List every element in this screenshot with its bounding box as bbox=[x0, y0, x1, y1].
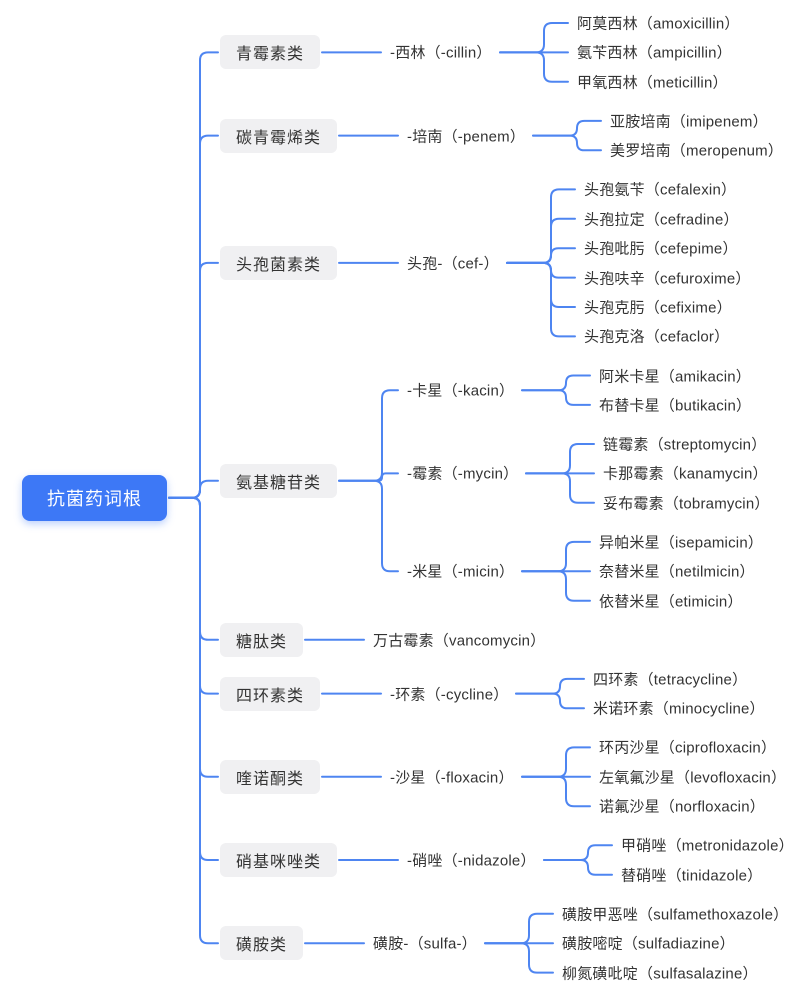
suffix-root-node[interactable]: -西林（-cillin） bbox=[390, 44, 492, 62]
drug-leaf-node[interactable]: 四环素（tetracycline） bbox=[593, 671, 748, 689]
drug-leaf-node[interactable]: 磺胺嘧啶（sulfadiazine） bbox=[562, 935, 735, 953]
drug-leaf-node[interactable]: 头孢吡肟（cefepime） bbox=[584, 240, 738, 258]
branch-line bbox=[499, 51, 569, 83]
drug-leaf-node[interactable]: 妥布霉素（tobramycin） bbox=[603, 495, 770, 513]
branch-line bbox=[168, 496, 219, 695]
drug-leaf-node[interactable]: 氨苄西林（ampicillin） bbox=[577, 44, 732, 62]
category-node-2[interactable]: 头孢菌素类 bbox=[220, 245, 338, 280]
drug-leaf-node[interactable]: 依替米星（etimicin） bbox=[599, 593, 743, 611]
drug-leaf-node[interactable]: 头孢氨苄（cefalexin） bbox=[584, 181, 737, 199]
suffix-root-node[interactable]: -硝唑（-nidazole） bbox=[407, 852, 536, 870]
branch-line bbox=[484, 942, 554, 974]
branch-line bbox=[168, 496, 219, 945]
branch-line bbox=[532, 134, 602, 152]
branch-line bbox=[521, 775, 591, 808]
drug-leaf-node[interactable]: 米诺环素（minocycline） bbox=[593, 700, 765, 718]
branch-line bbox=[506, 217, 576, 264]
drug-leaf-node[interactable]: 磺胺甲恶唑（sulfamethoxazole） bbox=[562, 906, 785, 924]
drug-leaf-node[interactable]: 布替卡星（butikacin） bbox=[599, 397, 752, 415]
branch-line bbox=[543, 844, 613, 861]
branch-line bbox=[168, 496, 219, 778]
suffix-root-node[interactable]: -霉素（-mycin） bbox=[407, 465, 519, 483]
drug-leaf-node[interactable]: 亚胺培南（imipenem） bbox=[610, 113, 768, 131]
branch-line bbox=[532, 119, 602, 137]
drug-leaf-node[interactable]: 头孢呋辛（cefuroxime） bbox=[584, 270, 751, 288]
category-node-0[interactable]: 青霉素类 bbox=[220, 35, 321, 70]
drug-leaf-node[interactable]: 甲硝唑（metronidazole） bbox=[621, 837, 785, 855]
suffix-root-node[interactable]: 磺胺-（sulfa-） bbox=[373, 935, 477, 953]
branch-line bbox=[525, 472, 595, 504]
suffix-root-node[interactable]: -米星（-micin） bbox=[407, 563, 515, 581]
drug-leaf-node[interactable]: 诺氟沙星（norfloxacin） bbox=[599, 798, 765, 816]
branch-line bbox=[521, 746, 591, 778]
branch-line bbox=[168, 496, 219, 861]
suffix-root-node[interactable]: -沙星（-floxacin） bbox=[390, 769, 514, 787]
drug-leaf-node[interactable]: 头孢拉定（cefradine） bbox=[584, 211, 739, 229]
category-node-5[interactable]: 四环素类 bbox=[220, 676, 321, 711]
category-node-1[interactable]: 碳青霉烯类 bbox=[220, 118, 338, 153]
drug-leaf-node[interactable]: 阿米卡星（amikacin） bbox=[599, 368, 751, 385]
drug-leaf-node[interactable]: 替硝唑（tinidazole） bbox=[621, 867, 763, 885]
drug-leaf-node[interactable]: 环丙沙星（ciprofloxacin） bbox=[599, 739, 777, 757]
category-node-3[interactable]: 氨基糖苷类 bbox=[220, 463, 338, 498]
branch-line bbox=[506, 261, 576, 279]
suffix-root-node[interactable]: -培南（-penem） bbox=[407, 128, 526, 146]
branch-line bbox=[484, 912, 554, 945]
branch-line bbox=[521, 374, 591, 392]
branch-line bbox=[168, 261, 219, 499]
category-node-4[interactable]: 糖肽类 bbox=[220, 622, 304, 657]
suffix-root-node[interactable]: 头孢-（cef-） bbox=[407, 255, 499, 273]
branch-line bbox=[515, 692, 585, 710]
branch-line bbox=[168, 496, 219, 641]
drug-leaf-node[interactable]: 左氧氟沙星（levofloxacin） bbox=[599, 769, 785, 787]
drug-leaf-node[interactable]: 柳氮磺吡啶（sulfasalazine） bbox=[562, 965, 758, 983]
category-node-8[interactable]: 磺胺类 bbox=[220, 926, 304, 961]
branch-line bbox=[543, 859, 613, 876]
root-node[interactable]: 抗菌药词根 bbox=[22, 474, 167, 521]
branch-line bbox=[515, 677, 585, 695]
drug-leaf-node[interactable]: 头孢克洛（cefaclor） bbox=[584, 328, 730, 346]
branch-line bbox=[338, 472, 399, 482]
branch-line bbox=[168, 479, 219, 499]
drug-leaf-node[interactable]: 异帕米星（isepamicin） bbox=[599, 534, 764, 552]
drug-leaf-node[interactable]: 甲氧西林（meticillin） bbox=[577, 74, 728, 92]
drug-leaf-node[interactable]: 万古霉素（vancomycin） bbox=[373, 632, 546, 650]
branch-line bbox=[168, 134, 219, 499]
branch-line bbox=[521, 540, 591, 573]
drug-leaf-node[interactable]: 阿莫西林（amoxicillin） bbox=[577, 15, 740, 33]
branch-line bbox=[506, 261, 576, 308]
branch-line bbox=[506, 261, 576, 338]
category-node-7[interactable]: 硝基咪唑类 bbox=[220, 843, 338, 877]
branch-line bbox=[506, 247, 576, 264]
drug-leaf-node[interactable]: 链霉素（streptomycin） bbox=[603, 436, 767, 454]
branch-line bbox=[525, 443, 595, 475]
drug-leaf-node[interactable]: 奈替米星（netilmicin） bbox=[599, 563, 755, 581]
branch-line bbox=[338, 389, 399, 482]
drug-leaf-node[interactable]: 美罗培南（meropenum） bbox=[610, 142, 784, 160]
drug-leaf-node[interactable]: 头孢克肟（cefixime） bbox=[584, 299, 732, 317]
category-node-6[interactable]: 喹诺酮类 bbox=[220, 759, 321, 794]
branch-line bbox=[521, 570, 591, 602]
suffix-root-node[interactable]: -卡星（-kacin） bbox=[407, 382, 515, 400]
branch-line bbox=[521, 389, 591, 406]
suffix-root-node[interactable]: -环素（-cycline） bbox=[390, 686, 509, 704]
branch-line bbox=[168, 51, 219, 499]
branch-line bbox=[506, 188, 576, 264]
branch-line bbox=[338, 479, 399, 573]
branch-line bbox=[499, 22, 569, 54]
drug-leaf-node[interactable]: 卡那霉素（kanamycin） bbox=[603, 465, 768, 483]
